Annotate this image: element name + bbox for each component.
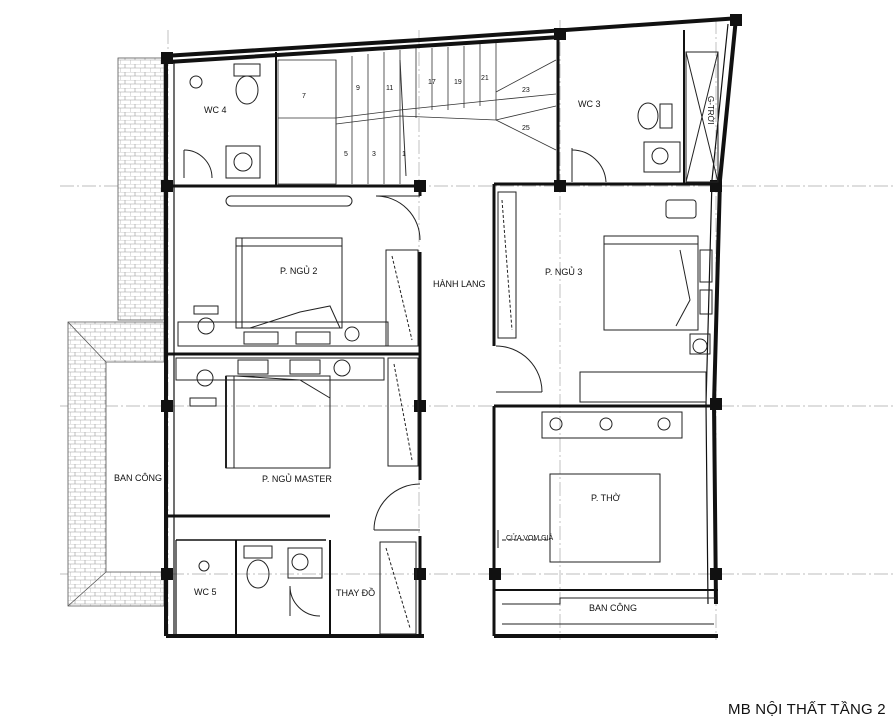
stair-step-9: 9 [356,85,360,92]
left-balcony-hatch [67,57,165,607]
label-wc3: WC 3 [578,99,601,109]
label-wc4: WC 4 [204,105,227,115]
wc5-fixtures [198,545,323,617]
walls [163,16,741,638]
label-bedroom-3: P. NGỦ 3 [545,266,582,277]
bedroom-2-furniture [177,195,421,347]
stair-step-17: 17 [428,79,436,86]
label-fake-arch-door: CỬA VOM GIẢ [506,533,554,542]
bottom-balcony [502,597,716,625]
stair-step-5: 5 [344,151,348,158]
wc3-fixtures [571,51,719,183]
label-altar-room: P. THỜ [591,493,621,503]
stair-step-7: 7 [302,93,306,100]
stair-step-3: 3 [372,151,376,158]
label-gieng-troi: G-TRỜI [706,96,715,125]
staircase [277,43,557,185]
columns [161,14,742,580]
room-labels: WC 4 WC 3 G-TRỜI P. NGỦ 2 P. NGỦ 3 HÀNH … [114,96,715,613]
label-bedroom-2: P. NGỦ 2 [280,265,317,276]
stair-step-25: 25 [522,125,530,132]
label-bottom-balcony: BAN CÔNG [589,603,637,613]
label-wc5: WC 5 [194,587,217,597]
stair-step-1: 1 [402,151,406,158]
label-dressing-room: THAY ĐỒ [336,587,375,598]
master-bedroom-furniture [175,357,421,531]
wardrobe-thaydo [379,541,417,635]
label-master-bedroom: P. NGỦ MASTER [262,473,332,484]
stair-step-23: 23 [522,87,530,94]
drawing-title: MB NỘI THẤT TẦNG 2 [728,701,886,718]
stair-step-11: 11 [386,85,393,92]
stair-step-21: 21 [481,75,489,82]
wc4-fixtures [183,63,261,179]
bedroom-3-furniture [495,191,713,403]
label-corridor: HÀNH LANG [433,279,486,289]
label-left-balcony: BAN CÔNG [114,473,162,483]
altar-room-furniture [497,411,683,563]
stair-step-19: 19 [454,79,462,86]
axis-lines [60,20,895,640]
stair-numbers: 1 3 5 7 9 11 17 19 21 23 25 [302,75,530,158]
